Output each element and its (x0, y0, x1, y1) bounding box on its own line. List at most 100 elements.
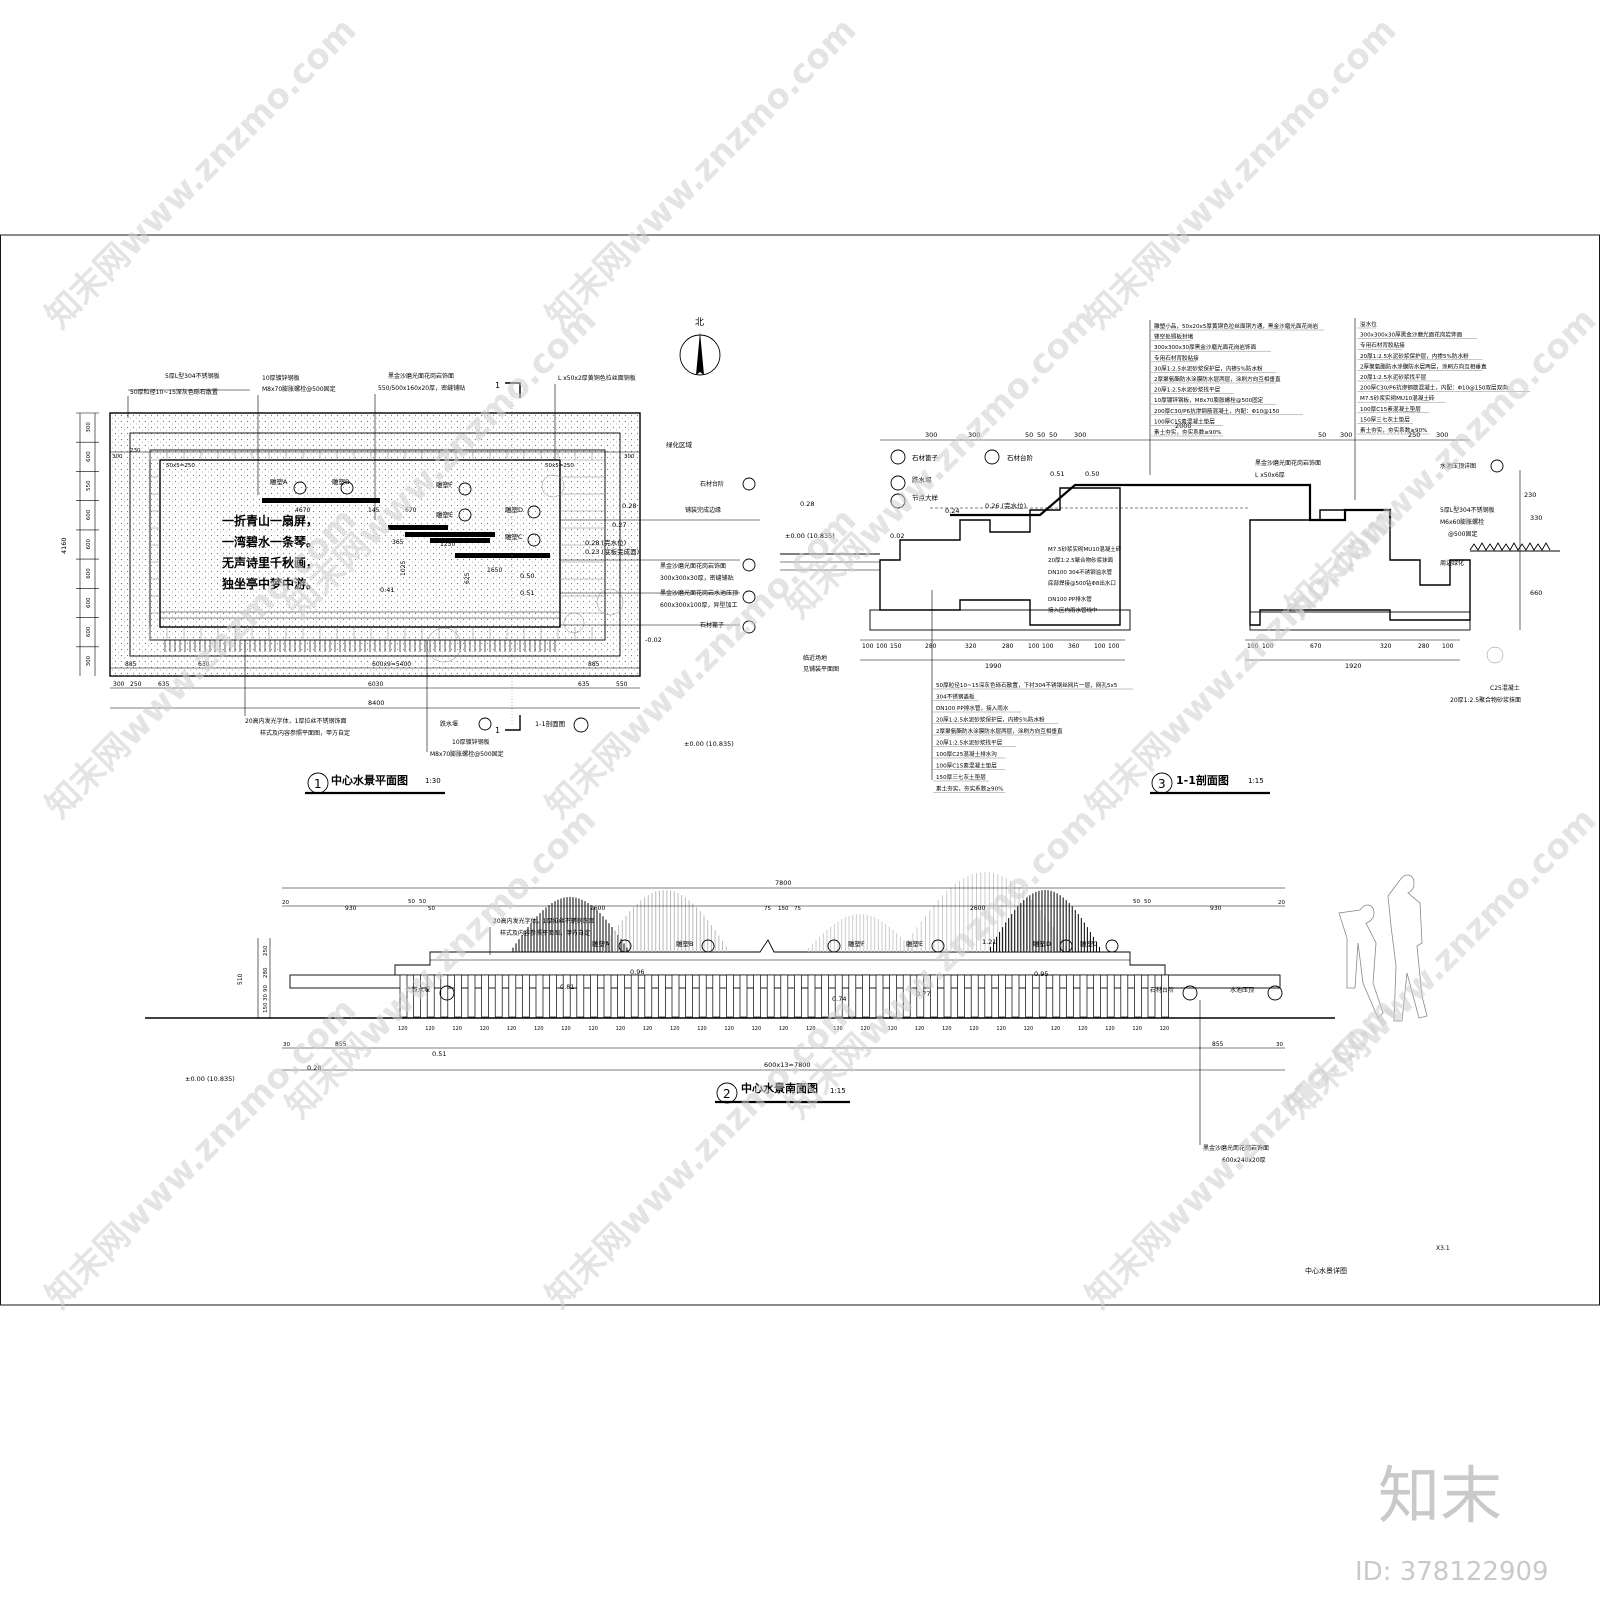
elevation-post-spacing: 120 (915, 1026, 925, 1032)
elevation-post (739, 974, 748, 1018)
section-label: 跌水堰 (912, 475, 932, 484)
plan-section-number: 1 (495, 381, 500, 390)
section-dim-top: 50 (1318, 431, 1326, 439)
elevation-dim-top: 50 (1144, 899, 1151, 905)
section-dim-right: 230 (1524, 491, 1536, 499)
elevation-post-spacing: 120 (1078, 1026, 1088, 1032)
section-level: 0.51 (1050, 470, 1064, 478)
sculpture-bar-b (325, 498, 380, 503)
watermark-text: 知末网www.znzmo.com (38, 10, 364, 336)
watermark-text: 知末网www.znzmo.com (1278, 800, 1600, 1126)
elevation-dim-bottom: 855 (335, 1041, 347, 1048)
elevation-dim-bottom-total: 600x13=7800 (764, 1061, 811, 1069)
plan-dim-left: 600 (86, 626, 92, 637)
elevation-post-spacing: 120 (398, 1026, 408, 1032)
plan-callout: 20高内发光字体，1厚拉丝不锈钢饰面 (245, 717, 346, 725)
section-label: 20厚1:2.5聚合物砂浆抹面 (1048, 556, 1114, 564)
section-label: 黑金沙磨光面花岗岩饰面 (1255, 459, 1321, 467)
plan-callout: 黑金沙磨光面花岗岩饰面 (388, 372, 454, 380)
section-dim-bottom: 280 (1002, 643, 1014, 650)
plan-callout: 石材台阶 (700, 480, 724, 488)
section-label: 底部焊接@500钻Φ8出水口 (1048, 579, 1116, 587)
plan-dim-inner: 600x9=5400 (372, 661, 411, 668)
elevation-post-spacing: 120 (1160, 1026, 1170, 1032)
plan-dim-left: 600 (86, 597, 92, 608)
elevation-post (1052, 974, 1061, 1018)
elevation-dim-top: 2600 (970, 905, 985, 912)
elevation-post (508, 974, 517, 1018)
elevation-post (807, 974, 816, 1018)
elevation-post-spacing: 120 (697, 1026, 707, 1032)
poem-line-2: 一湾碧水一条琴。 (222, 534, 318, 549)
elevation-dim-top: 75 (794, 906, 801, 912)
section-dim-top: 300 (1436, 431, 1448, 439)
section-dim-bottom: 100 (1247, 643, 1259, 650)
plan-dim-top: 50x5=250 (166, 463, 195, 469)
elevation-post-spacing: 120 (888, 1026, 898, 1032)
section-callouts-top-left: 雕塑小品，50x20x5厚黄铜色拉丝面铜方通，黑金沙磨光面花岗岩镂空处铜板封堵3… (1149, 320, 1325, 475)
footer-title: 中心水景详图 (1305, 1266, 1347, 1275)
elevation-dim-top: 50 (1133, 899, 1140, 905)
plan-dim: 625 (464, 572, 471, 584)
plan-callout: 样式及内容参照平面图，甲方自定 (260, 729, 350, 737)
elevation-post (658, 974, 666, 1018)
section-callout: DN100 PP排水管，接入雨水 (936, 704, 1009, 712)
section-callout: 150厚三七灰土垫层 (936, 773, 986, 781)
section-callout: 素土夯实，夯实系数≥90% (936, 785, 1003, 793)
plan-section-ref-circle (573, 717, 589, 733)
elevation-post (862, 974, 870, 1018)
elevation-title: 中心水景南面图 (741, 1081, 818, 1095)
plan-callout: 黑金沙磨光面花岗岩饰面 (660, 562, 726, 570)
sculpture-bar-a (262, 498, 332, 503)
elevation-post (494, 974, 503, 1018)
elevation-callout: 600x240x20厚 (1222, 1157, 1266, 1164)
plan-section-number: 1 (495, 726, 500, 735)
section-dimensions-right: 230 330 660 (1519, 470, 1542, 630)
elevation-sculpture: 雕塑E (906, 939, 923, 948)
sculpture-bar-d (430, 538, 490, 543)
elevation-tiers (394, 939, 1166, 975)
human-figures-icon (1338, 874, 1428, 1022)
plan-dim: 1230 (440, 541, 455, 548)
section-callout: 100厚C15素混凝土垫层 (1154, 417, 1215, 425)
plan-callout: 10厚镀锌钢板 (262, 374, 300, 382)
plan-level: 0.28 (完水位) (585, 538, 626, 547)
plan-sculpture-d: 雕塑D (505, 505, 523, 514)
plan-level: 0.23 (底板完成面) (585, 547, 639, 556)
section-dim-right: 330 (1530, 514, 1542, 522)
elevation-post-spacing: 120 (643, 1026, 653, 1032)
plan-callout: 550/500x160x20厚，密缝铺贴 (378, 384, 465, 392)
elevation-post-spacing: 120 (425, 1026, 435, 1032)
section-dim-top: 50 (1025, 431, 1033, 439)
poem-line-1: 一折青山一扇屏， (222, 513, 318, 528)
plan-dim-bottom: 635 (578, 681, 590, 688)
plan-view: 一折青山一扇屏， 一湾碧水一条琴。 无声诗里千秋画， 独坐亭中梦中游。 雕塑A … (60, 317, 760, 795)
plan-bottom-callouts: 20高内发光字体，1厚拉丝不锈钢饰面 样式及内容参照平面图，甲方自定 跌水堰 1… (244, 640, 734, 758)
poem-line-3: 无声诗里千秋画， (221, 555, 318, 570)
watermark-text: 知末网www.znzmo.com (778, 800, 1104, 1126)
section-labels: 石材篦子 跌水堰 节点大样 石材台阶 黑金沙磨光面花岗岩饰面 L x50x6厚 … (803, 449, 1521, 704)
sculpture-bar-e (405, 532, 495, 537)
section-level: 0.02 (890, 532, 904, 540)
section-view: 300 300 50 50 50 300 2000 50 300 250 300… (780, 318, 1560, 795)
elevation-post (522, 974, 530, 1018)
plan-dim-top: 230 (130, 448, 141, 454)
plan-sculpture-b: 雕塑B (332, 477, 349, 486)
elevation-dim-left: 510 (237, 973, 244, 985)
watermark-text: 知末网www.znzmo.com (538, 990, 864, 1316)
section-callout: 150厚三七灰土垫层 (1360, 415, 1410, 423)
elevation-post (1011, 974, 1020, 1018)
elevation-dim-bottom: 30 (283, 1042, 290, 1048)
plan-dim: 1650 (487, 567, 502, 574)
elevation-post (481, 974, 489, 1018)
watermark-text: 知末网www.znzmo.com (1078, 10, 1404, 336)
elevation-post-spacing: 120 (670, 1026, 680, 1032)
plan-level: 0.27 (612, 521, 626, 529)
section-label: 5厚L型304不锈钢板 (1440, 506, 1495, 514)
plan-pool (159, 459, 561, 628)
elevation-sculpture-labels: 雕塑A 雕塑B 雕塑F 雕塑E 雕塑D 雕塑C (592, 939, 1119, 953)
section-level: 0.24 (945, 507, 959, 515)
section-grass (1469, 542, 1551, 551)
elevation-dim-left: 90 (263, 985, 269, 992)
elevation-post (998, 974, 1006, 1018)
